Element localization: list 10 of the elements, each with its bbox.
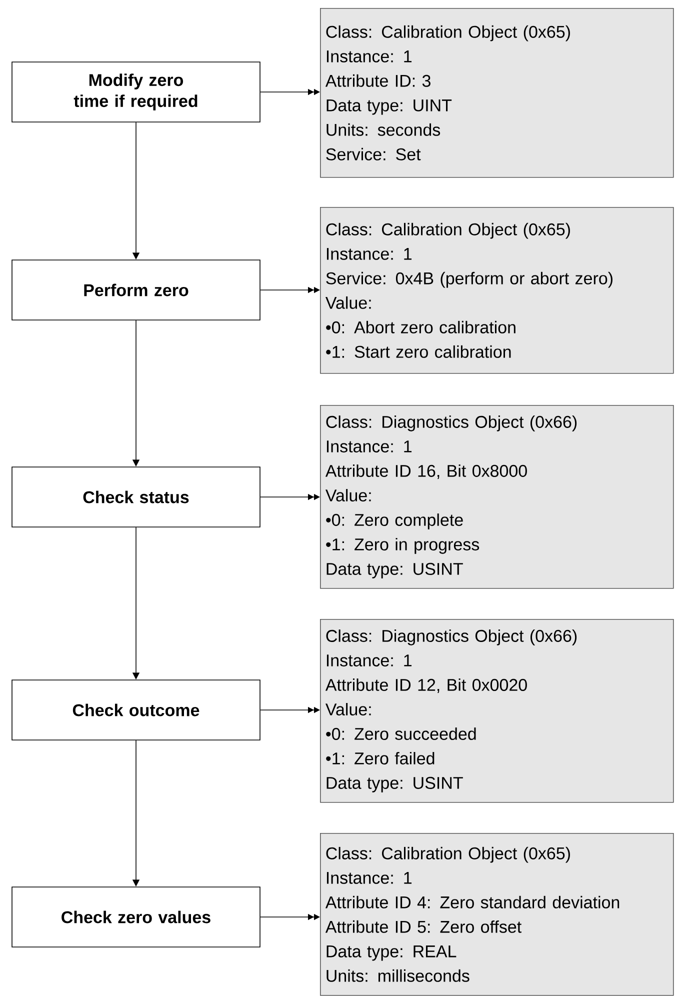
- info-box: Class: Calibration Object (0x65) Instance: 1 Attribute ID: 3 Data type: UINT Units: seconds Service: Set: [320, 8, 674, 178]
- info-box: Class: Diagnostics Object (0x66) Instance: 1 Attribute ID 12, Bit 0x0020 Value: •0: Zero succeeded •1: Zero failed Data type: USINT: [320, 619, 674, 803]
- process-box: Check status: [12, 466, 260, 528]
- info-box: Class: Calibration Object (0x65) Instance: 1 Service: 0x4B (perform or abort zero) Value: •0: Abort zero calibration •1: Start zero calibration: [320, 207, 674, 374]
- info-box: Class: Calibration Object (0x65) Instance: 1 Attribute ID 4: Zero standard deviation Attribute ID 5: Zero offset Data type: REAL Units: milliseconds: [320, 833, 674, 996]
- process-box: Perform zero: [12, 260, 260, 320]
- process-box: Check zero values: [12, 886, 260, 948]
- info-box: Class: Diagnostics Object (0x66) Instance: 1 Attribute ID 16, Bit 0x8000 Value: •0: Zero complete •1: Zero in progress Data type: USINT: [320, 405, 674, 589]
- process-box: Check outcome: [12, 680, 260, 740]
- process-box: Modify zero time if required: [12, 62, 260, 122]
